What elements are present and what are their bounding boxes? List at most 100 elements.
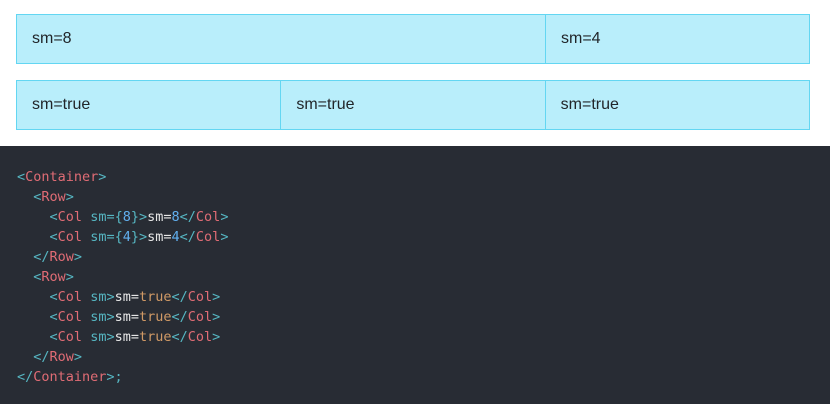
code-token: sm= — [147, 209, 172, 225]
code-token: sm — [90, 289, 107, 305]
code-token: </ — [171, 329, 188, 345]
code-token: > — [106, 329, 115, 345]
code-token — [82, 289, 90, 305]
code-token: }> — [130, 209, 148, 225]
code-line: <Container> — [17, 167, 830, 187]
code-token: true — [138, 289, 172, 305]
code-token — [82, 309, 90, 325]
code-token: < — [49, 289, 58, 305]
code-line: <Col sm={4}>sm=4</Col> — [17, 227, 830, 247]
code-token: sm — [90, 329, 107, 345]
code-token: > — [73, 349, 83, 365]
code-token: sm= — [114, 329, 139, 345]
grid-col-sm-4: sm=4 — [545, 14, 810, 64]
code-token: > — [220, 229, 229, 245]
code-token — [82, 329, 90, 345]
code-token: > — [106, 289, 115, 305]
code-token: sm= — [147, 229, 172, 245]
code-token: > — [98, 169, 107, 185]
code-token: > — [220, 209, 229, 225]
code-token: sm — [90, 209, 107, 225]
code-token: > — [212, 289, 221, 305]
code-token: Col — [57, 209, 83, 225]
code-token: 8 — [171, 209, 180, 225]
code-token: Col — [187, 309, 213, 325]
code-line: <Row> — [17, 187, 830, 207]
code-token: sm — [90, 229, 107, 245]
code-line: <Col sm>sm=true</Col> — [17, 327, 830, 347]
grid-col-sm-true-3: sm=true — [544, 80, 810, 130]
code-token: Col — [195, 209, 221, 225]
code-token — [17, 309, 50, 325]
code-token: < — [33, 189, 42, 205]
code-token: Col — [57, 309, 83, 325]
code-line: </Row> — [17, 247, 830, 267]
code-token — [17, 329, 50, 345]
code-line: <Row> — [17, 267, 830, 287]
code-token: </ — [171, 309, 188, 325]
grid-col-sm-8: sm=8 — [16, 14, 546, 64]
code-token: </ — [33, 349, 50, 365]
code-token: >; — [106, 369, 123, 385]
code-token: Row — [41, 189, 66, 205]
code-token: }> — [130, 229, 148, 245]
code-token: 4 — [171, 229, 180, 245]
code-token: Col — [195, 229, 221, 245]
code-token: < — [49, 209, 58, 225]
code-token: ={ — [106, 209, 123, 225]
code-token: </ — [179, 229, 196, 245]
code-token: < — [33, 269, 42, 285]
code-token: 8 — [122, 209, 131, 225]
code-line: <Col sm>sm=true</Col> — [17, 307, 830, 327]
grid-preview: sm=8 sm=4 sm=true sm=true sm=true — [0, 0, 830, 146]
code-token: </ — [33, 249, 50, 265]
code-token — [17, 289, 50, 305]
code-token: </ — [179, 209, 196, 225]
grid-col-sm-true-2: sm=true — [280, 80, 546, 130]
code-token — [82, 229, 90, 245]
code-token: > — [65, 269, 74, 285]
code-line: </Row> — [17, 347, 830, 367]
code-token — [17, 209, 50, 225]
code-token — [17, 249, 33, 265]
code-token: Row — [41, 269, 66, 285]
code-token — [17, 229, 50, 245]
code-token: sm= — [114, 289, 139, 305]
code-token: true — [138, 309, 172, 325]
code-token: Col — [57, 229, 83, 245]
grid-row-2: sm=true sm=true sm=true — [16, 80, 810, 130]
code-token: < — [49, 229, 58, 245]
code-token: > — [106, 309, 115, 325]
code-token: ={ — [106, 229, 123, 245]
code-token: Col — [187, 329, 213, 345]
code-token — [17, 349, 33, 365]
code-token: sm= — [114, 309, 139, 325]
code-token: < — [49, 309, 58, 325]
code-token — [17, 269, 33, 285]
code-token: Col — [187, 289, 213, 305]
code-token: true — [138, 329, 172, 345]
code-token: Row — [49, 349, 74, 365]
code-token: sm — [90, 309, 107, 325]
code-line: <Col sm>sm=true</Col> — [17, 287, 830, 307]
grid-col-sm-true-1: sm=true — [16, 80, 282, 130]
code-line: <Col sm={8}>sm=8</Col> — [17, 207, 830, 227]
code-token: Col — [57, 329, 83, 345]
code-token — [17, 189, 33, 205]
code-block[interactable]: <Container> <Row> <Col sm={8}>sm=8</Col>… — [0, 146, 830, 404]
grid-row-1: sm=8 sm=4 — [16, 14, 810, 64]
code-token: < — [17, 169, 26, 185]
code-token: Container — [25, 169, 99, 185]
code-line: </Container>; — [17, 367, 830, 387]
code-token: > — [65, 189, 74, 205]
code-token: > — [212, 309, 221, 325]
code-token — [82, 209, 90, 225]
code-token: Row — [49, 249, 74, 265]
code-token: </ — [171, 289, 188, 305]
code-token: < — [49, 329, 58, 345]
code-token: Col — [57, 289, 83, 305]
code-token: 4 — [122, 229, 131, 245]
code-token: </ — [17, 369, 34, 385]
code-token: > — [73, 249, 83, 265]
